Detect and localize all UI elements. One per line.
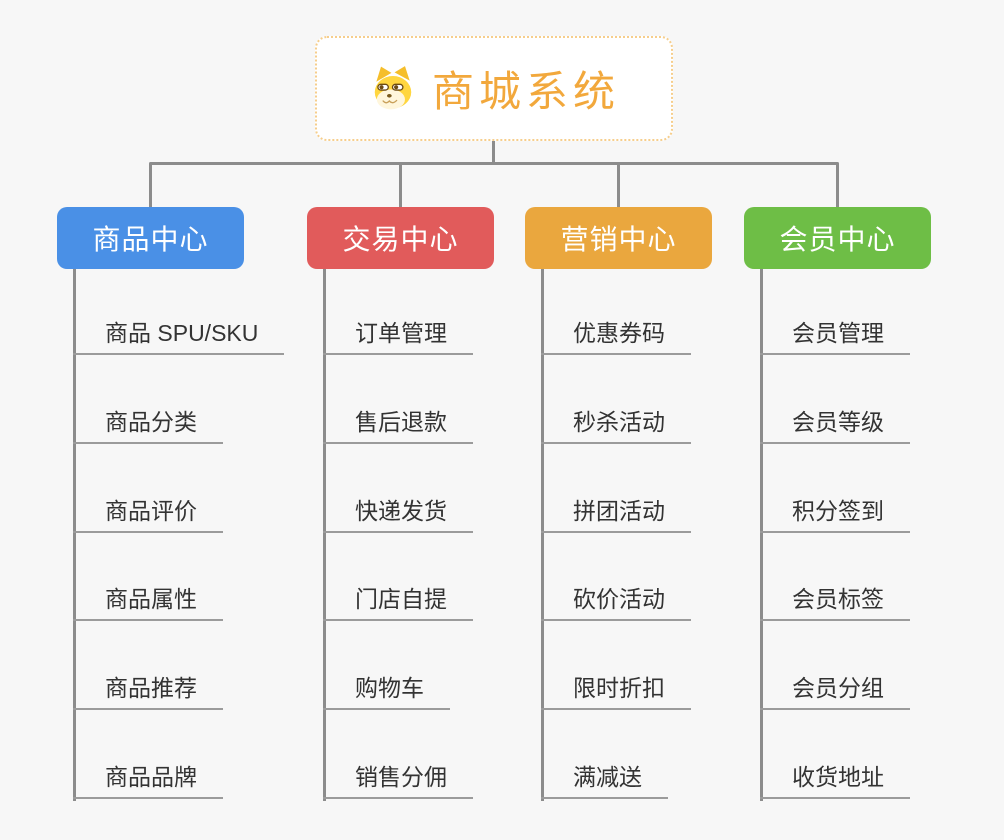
- branch-label: 会员中心: [779, 224, 896, 255]
- leaf-node[interactable]: 商品分类: [73, 400, 223, 444]
- branch-label: 交易中心: [342, 224, 459, 255]
- leaf-node[interactable]: 商品 SPU/SKU: [73, 311, 285, 355]
- dog-icon: [368, 64, 418, 114]
- connector-child-spine: [323, 269, 326, 801]
- leaf-node[interactable]: 秒杀活动: [541, 400, 691, 444]
- leaf-node[interactable]: 商品属性: [73, 577, 223, 621]
- leaf-node[interactable]: 会员管理: [760, 311, 910, 355]
- leaf-node[interactable]: 优惠券码: [541, 311, 691, 355]
- connector-root-stub: [492, 141, 495, 164]
- connector-child-spine: [541, 269, 544, 801]
- leaf-node[interactable]: 收货地址: [760, 755, 910, 799]
- connector-top-rail: [149, 162, 839, 165]
- connector-child-spine: [760, 269, 763, 801]
- leaf-node[interactable]: 会员标签: [760, 577, 910, 621]
- connector-child-spine: [73, 269, 76, 801]
- connector-branch-drop: [617, 164, 620, 207]
- connector-branch-drop: [399, 164, 402, 207]
- leaf-node[interactable]: 销售分佣: [323, 755, 473, 799]
- leaf-node[interactable]: 会员分组: [760, 666, 910, 710]
- branch-label: 营销中心: [560, 224, 677, 255]
- leaf-node[interactable]: 商品评价: [73, 489, 223, 533]
- leaf-node[interactable]: 售后退款: [323, 400, 473, 444]
- branch-node[interactable]: 交易中心: [307, 207, 494, 269]
- leaf-node[interactable]: 订单管理: [323, 311, 473, 355]
- leaf-node[interactable]: 商品推荐: [73, 666, 223, 710]
- connector-branch-drop: [149, 164, 152, 207]
- branch-node[interactable]: 会员中心: [744, 207, 931, 269]
- leaf-node[interactable]: 限时折扣: [541, 666, 691, 710]
- leaf-node[interactable]: 购物车: [323, 666, 450, 710]
- leaf-node[interactable]: 拼团活动: [541, 489, 691, 533]
- branch-label: 商品中心: [92, 224, 209, 255]
- root-node[interactable]: 商城系统: [315, 36, 673, 141]
- leaf-node[interactable]: 快递发货: [323, 489, 473, 533]
- leaf-node[interactable]: 会员等级: [760, 400, 910, 444]
- connector-branch-drop: [836, 164, 839, 207]
- leaf-node[interactable]: 积分签到: [760, 489, 910, 533]
- root-title: 商城系统: [431, 68, 620, 115]
- leaf-node[interactable]: 满减送: [541, 755, 668, 799]
- branch-node[interactable]: 商品中心: [57, 207, 244, 269]
- leaf-node[interactable]: 商品品牌: [73, 755, 223, 799]
- leaf-node[interactable]: 门店自提: [323, 577, 473, 621]
- leaf-node[interactable]: 砍价活动: [541, 577, 691, 621]
- branch-node[interactable]: 营销中心: [525, 207, 712, 269]
